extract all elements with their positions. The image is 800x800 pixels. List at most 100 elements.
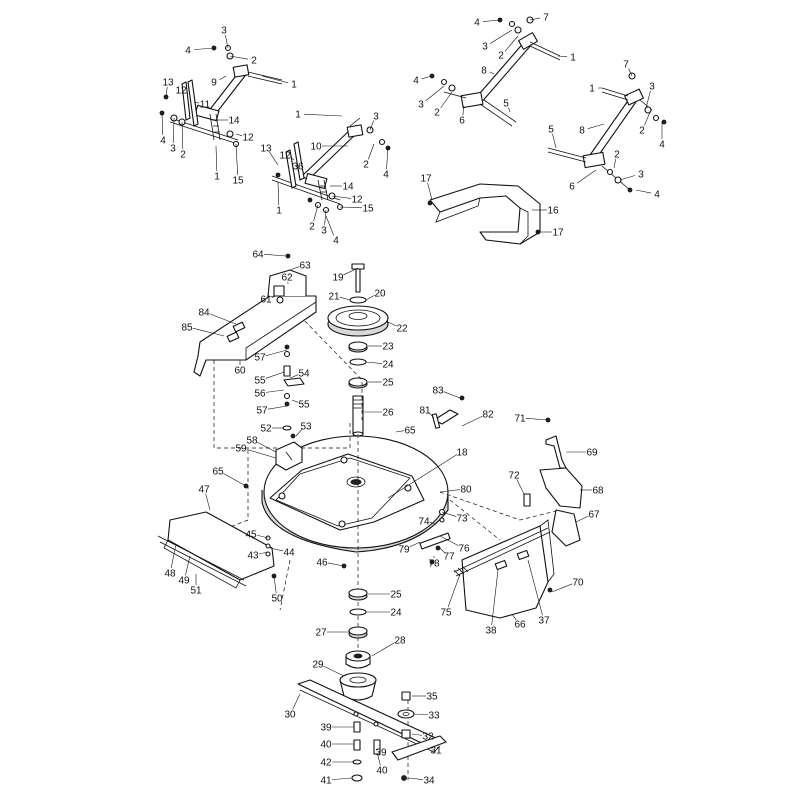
callout-number: 8 xyxy=(579,126,585,137)
callout-number: 46 xyxy=(316,558,328,569)
callout-number: 33 xyxy=(428,711,440,722)
callout-48: 48 xyxy=(164,543,177,580)
callout-leader xyxy=(587,123,605,129)
callout-number: 28 xyxy=(394,636,406,647)
callout-number: 25 xyxy=(390,590,402,601)
callout-leader xyxy=(258,551,269,555)
callout-leader xyxy=(246,449,277,459)
callout-77: 77 xyxy=(439,547,455,563)
callout-leader xyxy=(193,101,200,104)
callout-number: 75 xyxy=(440,608,452,619)
callout-number: 73 xyxy=(456,514,468,525)
callout-leader xyxy=(273,575,277,594)
callout-number: 81 xyxy=(419,406,431,417)
callout-34: 34 xyxy=(407,776,435,787)
callout-leader xyxy=(185,555,191,576)
callout-number: 2 xyxy=(498,51,504,62)
callout-70: 70 xyxy=(551,578,584,593)
callout-40: 40 xyxy=(320,740,354,751)
callout-17: 17 xyxy=(538,228,564,239)
callout-4: 4 xyxy=(383,147,389,181)
right-side-shield xyxy=(419,417,583,619)
callout-leader xyxy=(443,391,461,399)
callout-number: 56 xyxy=(254,389,266,400)
spindle-assembly-lower xyxy=(339,588,377,701)
callout-81: 81 xyxy=(419,406,435,419)
callout-leader xyxy=(371,642,395,657)
callout-leader xyxy=(172,117,175,144)
callout-number: 19 xyxy=(332,273,344,284)
callout-69: 69 xyxy=(566,448,598,459)
left-side-shield xyxy=(157,483,347,589)
callout-number: 1 xyxy=(295,110,301,121)
callout-25: 25 xyxy=(368,590,402,601)
callout-leader xyxy=(192,327,225,337)
callout-13: 13 xyxy=(260,144,279,166)
callout-55: 55 xyxy=(291,400,310,411)
callout-number: 3 xyxy=(221,26,227,37)
callout-number: 1 xyxy=(291,80,297,91)
callout-leader xyxy=(263,254,287,257)
callout-number: 32 xyxy=(422,732,434,743)
callout-13: 13 xyxy=(162,78,174,98)
callout-number: 36 xyxy=(292,162,304,173)
callout-number: 44 xyxy=(283,548,295,559)
callout-65: 65 xyxy=(212,467,247,487)
callout-number: 2 xyxy=(251,56,257,67)
callout-number: 15 xyxy=(232,176,244,187)
callout-4: 4 xyxy=(635,190,660,201)
callout-number: 76 xyxy=(458,544,470,555)
callout-72: 72 xyxy=(508,471,525,495)
callout-leader xyxy=(369,120,374,131)
callout-leader xyxy=(529,17,541,21)
callout-number: 9 xyxy=(211,78,217,89)
callout-leader xyxy=(645,90,651,109)
callout-3: 3 xyxy=(221,26,229,49)
callout-22: 22 xyxy=(387,321,408,335)
callout-number: 67 xyxy=(588,510,600,521)
callout-number: 3 xyxy=(170,144,176,155)
callout-leader xyxy=(557,55,568,57)
callout-leader xyxy=(576,169,597,184)
callout-number: 26 xyxy=(382,408,394,419)
callout-6: 6 xyxy=(569,169,597,193)
callout-leader xyxy=(365,294,375,301)
callout-67: 67 xyxy=(575,510,600,523)
callout-number: 74 xyxy=(418,517,430,528)
callout-35: 35 xyxy=(412,692,438,703)
callout-78: 78 xyxy=(428,556,440,570)
callout-number: 12 xyxy=(175,86,187,97)
callout-20: 20 xyxy=(365,289,386,301)
callout-39: 39 xyxy=(375,748,387,759)
callout-number: 55 xyxy=(298,400,310,411)
callout-number: 3 xyxy=(649,82,655,93)
callout-57: 57 xyxy=(256,406,288,417)
callout-leader xyxy=(377,755,381,766)
callout-68: 68 xyxy=(580,486,604,497)
callout-44: 44 xyxy=(269,548,295,559)
callout-leader xyxy=(265,389,285,393)
callout-number: 29 xyxy=(312,660,324,671)
callout-number: 22 xyxy=(396,324,408,335)
callout-3: 3 xyxy=(321,209,327,237)
callout-number: 47 xyxy=(198,485,210,496)
callout-leader xyxy=(265,371,285,379)
callout-51: 51 xyxy=(190,574,202,597)
callout-leader xyxy=(375,748,379,751)
callout-5: 5 xyxy=(548,125,557,149)
callout-leader xyxy=(525,418,549,421)
callout-number: 1 xyxy=(214,172,220,183)
callout-leader xyxy=(331,195,352,199)
callout-number: 3 xyxy=(638,170,644,181)
callout-2: 2 xyxy=(434,91,453,119)
callout-leader xyxy=(425,85,445,102)
callout-leader xyxy=(229,55,249,60)
callout-7: 7 xyxy=(623,60,633,77)
callout-82: 82 xyxy=(461,410,494,427)
callout-number: 2 xyxy=(434,108,440,119)
callout-number: 11 xyxy=(200,100,211,111)
callout-number: 2 xyxy=(309,222,315,233)
callout-number: 6 xyxy=(459,116,465,127)
